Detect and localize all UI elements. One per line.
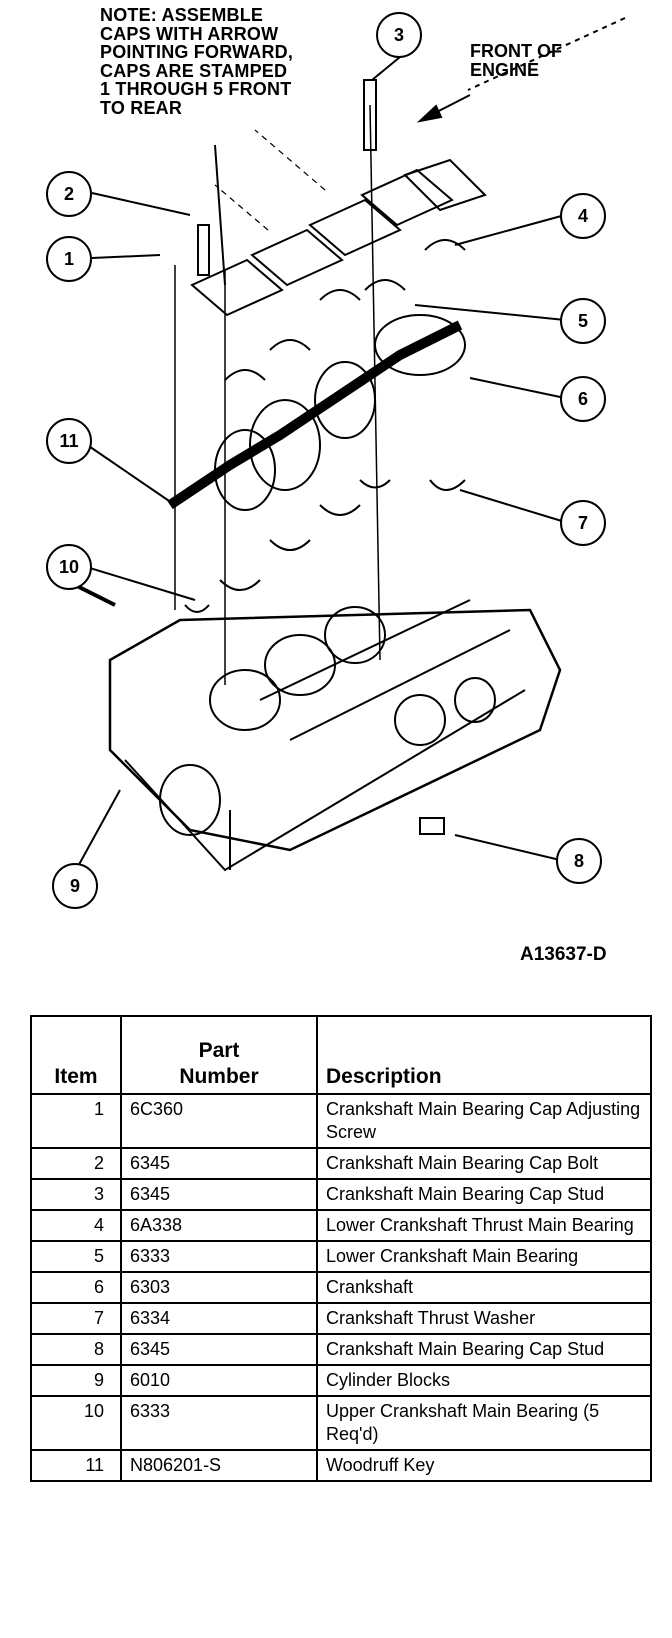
row-part-number: 6303 <box>120 1271 318 1304</box>
row-description: Crankshaft Main Bearing Cap Adjusting Sc… <box>316 1093 652 1149</box>
callout-3: 3 <box>376 12 422 58</box>
row-item: 5 <box>30 1240 122 1273</box>
row-part-number: 6010 <box>120 1364 318 1397</box>
callout-4: 4 <box>560 193 606 239</box>
row-item: 3 <box>30 1178 122 1211</box>
row-description: Lower Crankshaft Main Bearing <box>316 1240 652 1273</box>
header-description: Description <box>316 1015 652 1095</box>
row-item: 10 <box>30 1395 122 1451</box>
row-part-number: 6333 <box>120 1395 318 1451</box>
callout-5: 5 <box>560 298 606 344</box>
row-description: Crankshaft Thrust Washer <box>316 1302 652 1335</box>
row-item: 7 <box>30 1302 122 1335</box>
row-item: 4 <box>30 1209 122 1242</box>
figure-id: A13637-D <box>520 944 607 965</box>
callout-10: 10 <box>46 544 92 590</box>
row-item: 11 <box>30 1449 122 1482</box>
callout-9: 9 <box>52 863 98 909</box>
callout-7: 7 <box>560 500 606 546</box>
row-description: Crankshaft Main Bearing Cap Stud <box>316 1333 652 1366</box>
callout-11: 11 <box>46 418 92 464</box>
row-description: Crankshaft Main Bearing Cap Bolt <box>316 1147 652 1180</box>
row-item: 2 <box>30 1147 122 1180</box>
callout-6: 6 <box>560 376 606 422</box>
row-description: Woodruff Key <box>316 1449 652 1482</box>
header-part-number: Part Number <box>120 1015 318 1095</box>
table-header-row: Item Part Number Description <box>30 1015 652 1095</box>
row-description: Cylinder Blocks <box>316 1364 652 1397</box>
row-description: Crankshaft <box>316 1271 652 1304</box>
exploded-view-diagram: NOTE: ASSEMBLE CAPS WITH ARROW POINTING … <box>46 5 626 965</box>
row-part-number: 6345 <box>120 1178 318 1211</box>
row-item: 6 <box>30 1271 122 1304</box>
assembly-note: NOTE: ASSEMBLE CAPS WITH ARROW POINTING … <box>100 5 294 118</box>
callout-1: 1 <box>46 236 92 282</box>
row-item: 1 <box>30 1093 122 1149</box>
callout-2: 2 <box>46 171 92 217</box>
front-of-engine-label: FRONT OF ENGINE <box>470 41 562 80</box>
row-description: Upper Crankshaft Main Bearing (5 Req'd) <box>316 1395 652 1451</box>
row-description: Lower Crankshaft Thrust Main Bearing <box>316 1209 652 1242</box>
row-part-number: 6A338 <box>120 1209 318 1242</box>
row-part-number: 6333 <box>120 1240 318 1273</box>
row-item: 9 <box>30 1364 122 1397</box>
row-part-number: 6345 <box>120 1333 318 1366</box>
diagram-artwork <box>74 17 626 872</box>
row-item: 8 <box>30 1333 122 1366</box>
row-part-number: 6334 <box>120 1302 318 1335</box>
callout-8: 8 <box>556 838 602 884</box>
row-part-number: 6345 <box>120 1147 318 1180</box>
row-description: Crankshaft Main Bearing Cap Stud <box>316 1178 652 1211</box>
row-part-number: 6C360 <box>120 1093 318 1149</box>
row-part-number: N806201-S <box>120 1449 318 1482</box>
header-item: Item <box>30 1015 122 1095</box>
